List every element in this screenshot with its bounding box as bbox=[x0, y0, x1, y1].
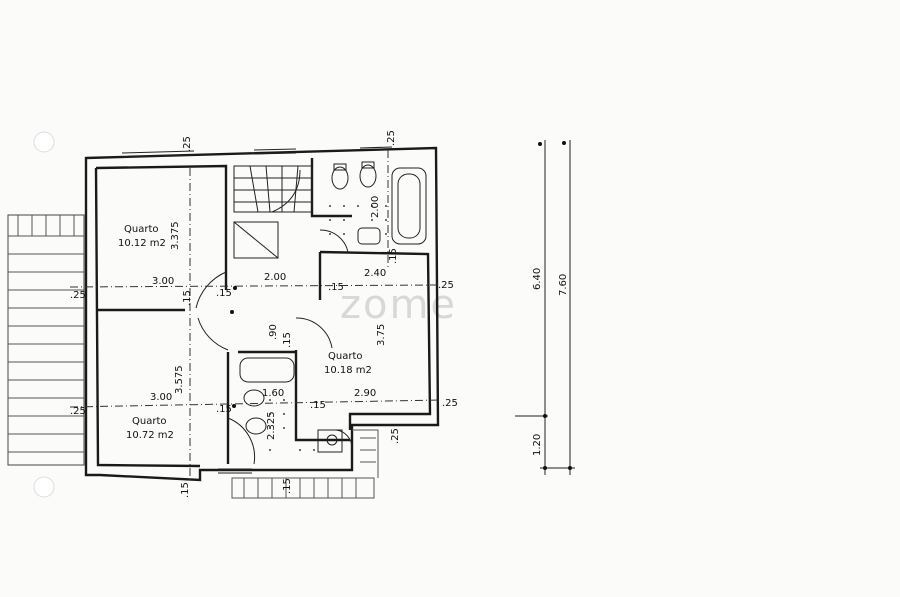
dim-3375: 3.375 bbox=[170, 221, 181, 250]
dim-2325: 2.325 bbox=[266, 411, 277, 440]
dim-3575: 3.575 bbox=[174, 365, 185, 394]
dim-15-i: .15 bbox=[282, 478, 293, 494]
dim-300-top: 3.00 bbox=[152, 276, 174, 287]
tile-pattern bbox=[269, 205, 387, 451]
room-area-top-left: 10.12 m2 bbox=[118, 238, 166, 249]
punch-hole-top bbox=[33, 131, 55, 153]
dim-375: 3.75 bbox=[376, 324, 387, 346]
dim-300-bottom: 3.00 bbox=[150, 392, 172, 403]
dim-200: 2.00 bbox=[264, 272, 286, 283]
dim-90: .90 bbox=[268, 324, 279, 340]
punch-hole-bottom bbox=[33, 476, 55, 498]
dim-top-right-25: .25 bbox=[386, 130, 397, 146]
dim-15-a: .15 bbox=[216, 288, 232, 299]
bathroom-fixtures bbox=[239, 161, 427, 453]
room-area-right: 10.18 m2 bbox=[324, 365, 372, 376]
dim-right-25-a: .25 bbox=[438, 280, 454, 291]
dim-15-c: .15 bbox=[328, 282, 344, 293]
dim-right-25-b: .25 bbox=[442, 398, 458, 409]
room-area-bottom-left: 10.72 m2 bbox=[126, 430, 174, 441]
dim-bottom-25: .25 bbox=[390, 428, 401, 444]
dim-120: 1.20 bbox=[532, 434, 543, 456]
terrace-hatch bbox=[7, 214, 85, 466]
dim-15-f: .15 bbox=[310, 400, 326, 411]
entrance-hatch bbox=[231, 429, 379, 499]
dim-15-g: .15 bbox=[388, 248, 399, 264]
dimension-ticks bbox=[230, 141, 572, 470]
dim-640: 6.40 bbox=[532, 268, 543, 290]
windows bbox=[121, 146, 393, 474]
dim-15-d: .15 bbox=[282, 332, 293, 348]
room-name-top-left: Quarto bbox=[124, 224, 159, 235]
dim-760: 7.60 bbox=[558, 274, 569, 296]
dim-15-h: .15 bbox=[180, 482, 191, 498]
dim-15-e: .15 bbox=[216, 404, 232, 415]
dim-left-25-a: .25 bbox=[70, 290, 86, 301]
dim-200-vertical: 2.00 bbox=[370, 196, 381, 218]
dim-240: 2.40 bbox=[364, 268, 386, 279]
staircase bbox=[233, 165, 313, 259]
outer-walls bbox=[84, 146, 440, 482]
dim-left-25-b: .25 bbox=[70, 406, 86, 417]
dim-290: 2.90 bbox=[354, 388, 376, 399]
dim-160: 1.60 bbox=[262, 388, 284, 399]
dim-top-left-25: .25 bbox=[182, 136, 193, 152]
room-name-right: Quarto bbox=[328, 351, 363, 362]
dim-15-b: .15 bbox=[182, 290, 193, 306]
room-name-bottom-left: Quarto bbox=[132, 416, 167, 427]
dimension-lines bbox=[69, 140, 575, 480]
